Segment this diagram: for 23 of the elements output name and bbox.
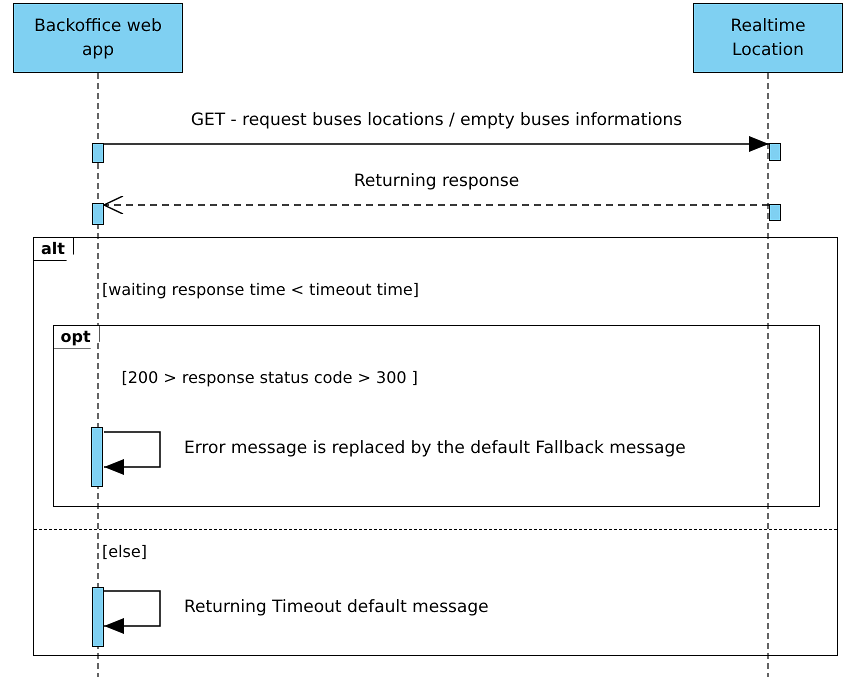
message-arrow <box>104 136 769 152</box>
activation-bar <box>769 204 781 221</box>
guard-condition: [else] <box>102 542 147 561</box>
message-label: Error message is replaced by the default Fallback message <box>184 438 686 458</box>
activation-bar <box>92 586 104 646</box>
activation-bar <box>92 203 104 225</box>
message-label: Returning response <box>354 171 520 191</box>
activation-bar <box>769 143 781 161</box>
fragment-label: alt <box>34 238 74 261</box>
fragment-label: opt <box>54 326 100 348</box>
participant-box: Realtime Location <box>693 3 843 73</box>
guard-condition: [waiting response time < timeout time] <box>102 280 419 299</box>
message-label: Returning Timeout default message <box>184 597 489 617</box>
fragment-frame <box>52 324 820 506</box>
fragment-frame <box>33 237 838 656</box>
guard-condition: [200 > response status code > 300 ] <box>122 368 418 386</box>
activation-bar <box>91 427 103 487</box>
message-arrow <box>104 590 161 634</box>
message-label: GET - request buses locations / empty buses informations <box>190 110 682 130</box>
participant-box: Backoffice web app <box>13 3 183 73</box>
activation-bar <box>92 143 104 163</box>
message-arrow <box>103 195 769 215</box>
message-arrow <box>104 431 161 475</box>
